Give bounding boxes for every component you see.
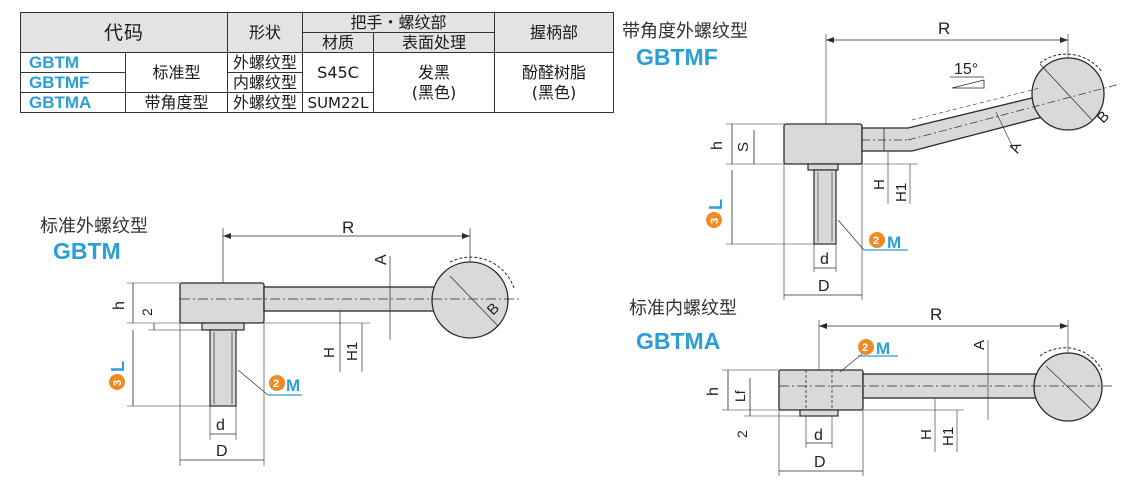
grip-cell: 酚醛树脂 (黑色) xyxy=(494,52,614,113)
caption-std-int: 标准内螺纹型 xyxy=(629,298,737,319)
caption-angle-ext: 带角度外螺纹型 xyxy=(622,21,748,42)
gbtma-hub xyxy=(778,369,864,411)
gbtmf-b-diam xyxy=(1039,63,1093,121)
gbtmf-label-d: d xyxy=(820,251,829,268)
gbtmf-label-bigd: D xyxy=(818,278,830,295)
gbtmf-badge-3-text: 3 xyxy=(709,218,721,224)
gbtma-label-h: h xyxy=(705,387,722,396)
gbtma-b-diam xyxy=(1045,365,1093,411)
gbtmf-badge-2-text: 2 xyxy=(873,235,879,247)
gbtmf-badge-3 xyxy=(706,212,722,228)
gbtm-m-leader xyxy=(237,369,269,396)
gbtm-label-bigd: D xyxy=(216,443,228,460)
model-gbtmf: GBTMF xyxy=(636,44,718,70)
caption-std-ext: 标准外螺纹型 xyxy=(40,216,148,237)
shape-ext-1: 外螺纹型 xyxy=(227,52,303,73)
figure-gbtm: R A B h 2 H H1 3 L d D 2 M xyxy=(108,218,520,466)
gbtm-label-l: L xyxy=(108,361,128,372)
gbtm-label-m: M xyxy=(286,376,300,395)
gbtmf-m-leader xyxy=(837,219,865,251)
gbtm-collar xyxy=(201,322,245,331)
gbtmf-collar xyxy=(807,163,839,171)
material-header: 材质 xyxy=(302,32,374,53)
handle-header: 把手・螺纹部 xyxy=(302,12,495,33)
grip-header: 握柄部 xyxy=(494,12,614,53)
gbtma-label-a: A xyxy=(971,340,988,350)
gbtm-label-a: A xyxy=(373,254,390,265)
gbtmf-label-a: A xyxy=(1006,140,1025,155)
gbtmf-badge-2 xyxy=(869,232,885,248)
gbtmf-label-l: L xyxy=(706,199,726,210)
grip-line1: 酚醛树脂 xyxy=(521,62,586,82)
gbtmf-label-h: h xyxy=(709,141,726,150)
gbtm-label-2: 2 xyxy=(139,308,155,316)
gbtmf-angle-mark xyxy=(951,79,985,89)
gbtmf-label-m: M xyxy=(887,233,901,252)
model-gbtm: GBTM xyxy=(53,238,121,264)
material-sum22l: SUM22L xyxy=(302,92,374,113)
gbtma-m-leader xyxy=(839,353,863,373)
gbtma-label-2: 2 xyxy=(734,430,750,438)
gbtm-label-h-lower: H xyxy=(321,347,338,358)
gbtm-knob xyxy=(431,261,509,339)
gbtmf-cl-angled xyxy=(907,83,1121,141)
gbtmf-label-h-lower: H xyxy=(871,179,888,190)
gbtm-badge-2 xyxy=(269,375,285,391)
gbtm-label-h1: H1 xyxy=(344,342,361,361)
gbtm-badge-3 xyxy=(109,374,125,390)
model-gbtma: GBTMA xyxy=(636,328,721,354)
gbtma-label-m: M xyxy=(876,339,890,358)
gbtmf-cl-dash xyxy=(911,87,1041,121)
surface-line2: (黑色) xyxy=(411,82,457,102)
figure-gbtmf: R 15° B A h S H H1 3 L d D 2 M xyxy=(706,19,1121,300)
gbtmf-hub xyxy=(783,123,863,165)
gbtma-badge-2 xyxy=(858,339,874,355)
figure-gbtma: R A h Lf 2 H H1 d D 2 M xyxy=(705,305,1112,476)
gbtma-label-r: R xyxy=(930,305,942,324)
type-standard: 标准型 xyxy=(125,52,228,93)
shape-ext-2: 外螺纹型 xyxy=(227,92,303,113)
surface-header: 表面处理 xyxy=(373,32,495,53)
gbtm-b-diam xyxy=(449,275,499,327)
gbtmf-label-h1: H1 xyxy=(893,183,910,202)
gbtma-label-h1: H1 xyxy=(940,427,957,446)
code-gbtma: GBTMA xyxy=(19,92,127,113)
gbtm-label-r: R xyxy=(342,218,354,237)
code-header: 代码 xyxy=(20,12,228,53)
gbtmf-label-r: R xyxy=(938,19,950,38)
gbtma-badge-2-text: 2 xyxy=(862,342,868,354)
gbtm-label-d: d xyxy=(216,417,225,434)
gbtmf-label-b: B xyxy=(1094,108,1113,127)
gbtma-label-h-lower: H xyxy=(918,429,935,440)
gbtmf-arm xyxy=(861,95,1047,152)
gbtmf-a-dim xyxy=(995,111,1015,151)
gbtma-label-d: d xyxy=(814,427,823,444)
material-s45c: S45C xyxy=(302,52,374,93)
gbtma-label-bigd: D xyxy=(814,454,826,471)
gbtm-badge-2-text: 2 xyxy=(273,378,279,390)
gbtmf-label-s: S xyxy=(735,142,752,152)
surface-line1: 发黑 xyxy=(417,62,450,82)
gbtm-hub xyxy=(179,282,265,324)
gbtma-label-lf: Lf xyxy=(732,390,748,402)
type-angle: 带角度型 xyxy=(125,92,228,113)
gbtmf-knob-arc xyxy=(1039,53,1103,73)
grip-line2: (黑色) xyxy=(531,82,577,102)
gbtmf-stud xyxy=(813,169,837,245)
gbtmf-label-angle: 15° xyxy=(954,61,978,78)
gbtma-knob-arc xyxy=(1039,347,1103,371)
gbtma-collar xyxy=(799,409,839,417)
gbtm-badge-3-text: 3 xyxy=(112,380,124,386)
gbtm-label-h: h xyxy=(111,301,128,310)
surface-cell: 发黑 (黑色) xyxy=(373,52,495,113)
spec-table: 代码 形状 把手・螺纹部 握柄部 材质 表面处理 GBTM 标准型 外螺纹型 S… xyxy=(19,12,614,113)
